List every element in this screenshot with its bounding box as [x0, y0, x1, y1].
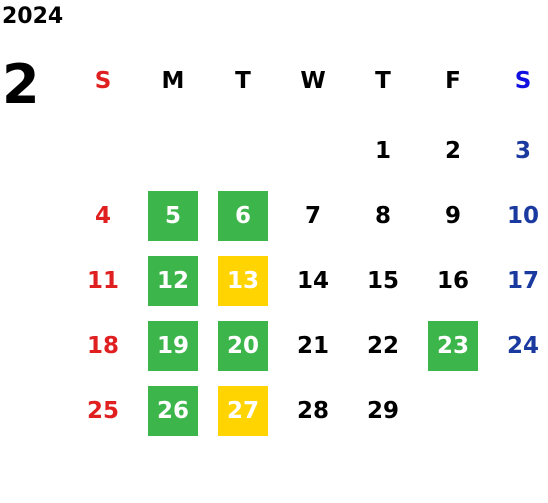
day-cell[interactable]: 7: [304, 203, 321, 229]
calendar-month: 2: [2, 53, 40, 116]
day-cell[interactable]: 5: [148, 191, 198, 241]
day-cell[interactable]: 16: [436, 268, 469, 294]
day-cell[interactable]: 13: [218, 256, 268, 306]
day-cell[interactable]: 8: [374, 203, 391, 229]
day-cell[interactable]: 17: [506, 268, 539, 294]
day-cell[interactable]: 18: [86, 333, 119, 359]
day-cell[interactable]: 10: [506, 203, 539, 229]
day-cell[interactable]: 28: [296, 398, 329, 424]
weekday-header: W: [300, 68, 326, 94]
day-cell[interactable]: 22: [366, 333, 399, 359]
day-cell[interactable]: 1: [374, 138, 391, 164]
day-cell[interactable]: 3: [514, 138, 531, 164]
weekday-header: S: [514, 68, 532, 94]
weekday-header: T: [375, 68, 391, 94]
day-cell[interactable]: 29: [366, 398, 399, 424]
day-cell[interactable]: 21: [296, 333, 329, 359]
day-cell[interactable]: 9: [444, 203, 461, 229]
day-cell[interactable]: 20: [218, 321, 268, 371]
day-cell[interactable]: 15: [366, 268, 399, 294]
weekday-header: S: [94, 68, 112, 94]
day-cell[interactable]: 25: [86, 398, 119, 424]
day-cell[interactable]: 11: [86, 268, 119, 294]
day-cell[interactable]: 14: [296, 268, 329, 294]
day-cell[interactable]: 26: [148, 386, 198, 436]
day-cell[interactable]: 6: [218, 191, 268, 241]
calendar-year: 2024: [2, 4, 64, 29]
weekday-header: M: [161, 68, 185, 94]
day-cell[interactable]: 19: [148, 321, 198, 371]
day-cell[interactable]: 23: [428, 321, 478, 371]
weekday-header: T: [235, 68, 251, 94]
day-cell[interactable]: 27: [218, 386, 268, 436]
day-cell[interactable]: 24: [506, 333, 539, 359]
weekday-header: F: [445, 68, 461, 94]
day-cell[interactable]: 12: [148, 256, 198, 306]
day-cell[interactable]: 4: [94, 203, 111, 229]
day-cell[interactable]: 2: [444, 138, 461, 164]
